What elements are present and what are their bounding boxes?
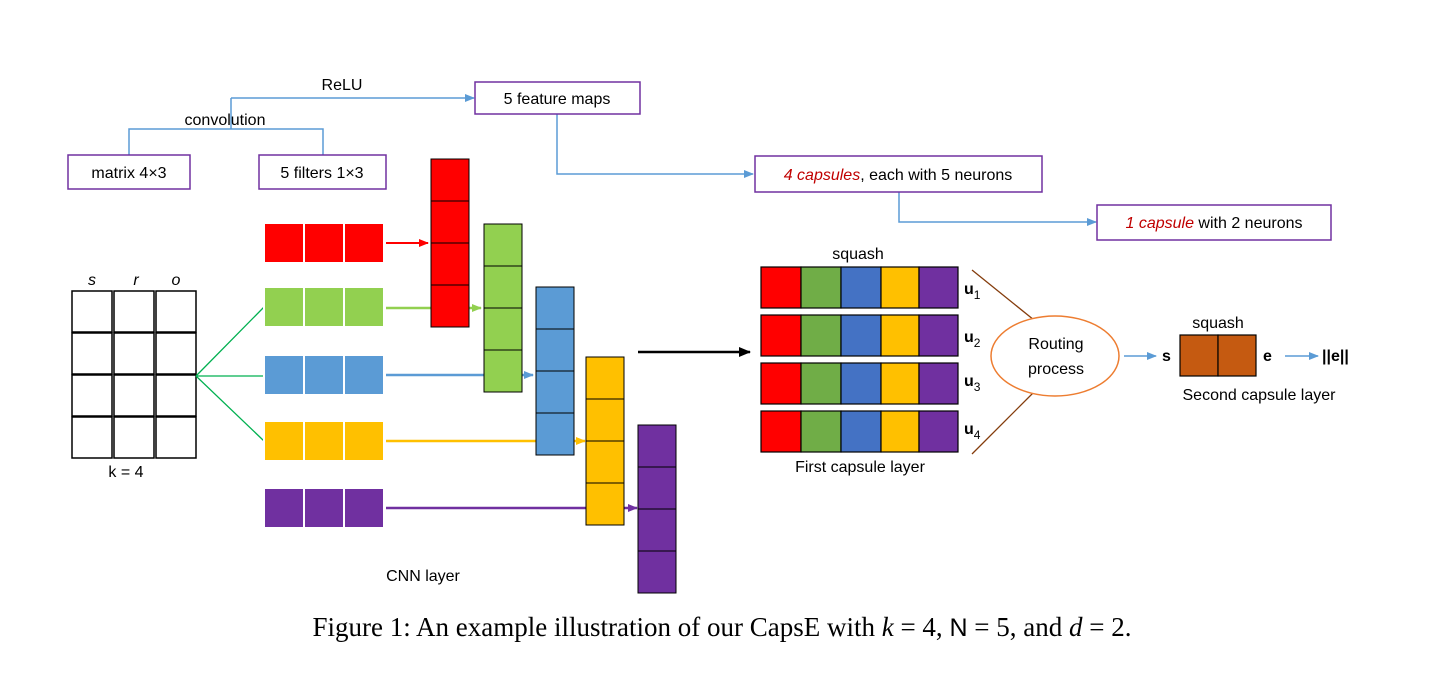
matrix-box <box>67 154 191 190</box>
filter-fan-lines <box>195 306 265 442</box>
k-label: k = 4 <box>108 464 143 481</box>
routing-process-ellipse <box>990 315 1120 397</box>
matrix-label: matrix 4×3 <box>91 165 166 182</box>
capsules-to-capsule-arrow <box>898 192 1097 226</box>
input-matrix <box>71 290 197 459</box>
matrix-cell <box>155 290 197 333</box>
column-label-s: s <box>88 272 96 289</box>
four-capsules-label: 4 capsules, each with 5 neurons <box>784 167 1013 184</box>
convolution-bracket <box>128 128 324 156</box>
routing-label-line1: Routing <box>1028 336 1083 353</box>
feature-map-red <box>430 158 470 328</box>
first-capsule-layer-label: First capsule layer <box>795 459 925 476</box>
u4-label: u4 <box>964 421 981 442</box>
e-vector-label: e <box>1263 348 1272 365</box>
filter-green <box>263 286 385 328</box>
top-connectors <box>128 94 1097 226</box>
feature-map-purple <box>637 424 677 594</box>
filter-yellow <box>263 420 385 462</box>
matrix-cell <box>155 374 197 417</box>
four-capsules-box <box>754 155 1043 193</box>
one-capsule-rest: with 2 neurons <box>1194 215 1303 232</box>
four-capsules-em: 4 capsules <box>784 167 861 184</box>
squash-label-first: squash <box>832 246 884 263</box>
matrix-cell <box>113 332 155 375</box>
one-capsule-label: 1 capsule with 2 neurons <box>1125 215 1302 232</box>
column-label-r: r <box>133 272 139 289</box>
figure-caption: Figure 1: An example illustration of our… <box>312 612 1132 642</box>
routing-fan-lines <box>971 269 1035 455</box>
one-capsule-box <box>1096 204 1332 241</box>
filters-label: 5 filters 1×3 <box>280 165 363 182</box>
matrix-cell <box>71 290 113 333</box>
second-capsule-layer-label: Second capsule layer <box>1183 387 1337 404</box>
filter-purple <box>263 487 385 529</box>
one-capsule-em: 1 capsule <box>1125 215 1194 232</box>
matrix-cell <box>113 416 155 459</box>
capsule-row-3 <box>760 362 959 405</box>
filter-red <box>263 222 385 264</box>
filter-blue <box>263 354 385 396</box>
routing-label-line2: process <box>1028 361 1084 378</box>
feature-maps-box <box>474 81 641 115</box>
capsule-row-2 <box>760 314 959 357</box>
second-capsule <box>1179 334 1257 377</box>
feature-map-blue <box>535 286 575 456</box>
matrix-cell <box>71 416 113 459</box>
four-capsules-rest: , each with 5 neurons <box>860 167 1012 184</box>
squash-label-second: squash <box>1192 315 1244 332</box>
u3-label: u3 <box>964 373 981 394</box>
norm-e-label: ||e|| <box>1322 348 1349 365</box>
matrix-cell <box>113 374 155 417</box>
filters-box <box>258 154 387 190</box>
u1-label: u1 <box>964 281 981 302</box>
feature-map-yellow <box>585 356 625 526</box>
s-vector-label: s <box>1162 348 1171 365</box>
convolution-label: convolution <box>185 112 266 129</box>
relu-label: ReLU <box>322 77 363 94</box>
feature-maps-label: 5 feature maps <box>504 91 611 108</box>
capsule-row-1 <box>760 266 959 309</box>
matrix-cell <box>113 290 155 333</box>
cnn-layer-label: CNN layer <box>386 568 460 585</box>
matrix-cell <box>71 332 113 375</box>
matrix-cell <box>155 416 197 459</box>
maps-to-capsules-arrow <box>556 114 754 178</box>
feature-map-green <box>483 223 523 393</box>
capsule-row-4 <box>760 410 959 453</box>
u2-label: u2 <box>964 329 981 350</box>
column-label-o: o <box>172 272 181 289</box>
matrix-cell <box>155 332 197 375</box>
matrix-cell <box>71 374 113 417</box>
